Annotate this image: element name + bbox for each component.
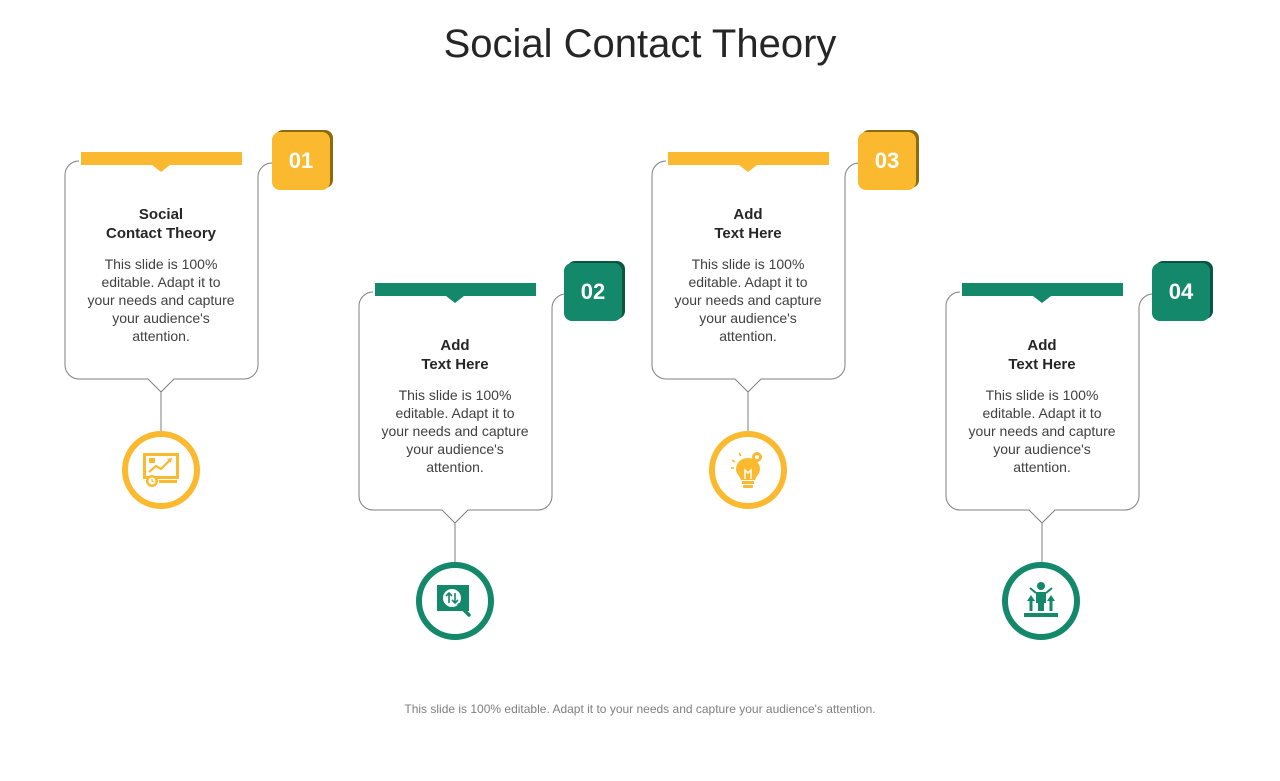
footer-note: This slide is 100% editable. Adapt it to… xyxy=(404,702,876,716)
step-icon-ring xyxy=(1002,562,1080,640)
step-heading: Add Text Here xyxy=(714,206,782,242)
step-card-03: 03 Add Text Here This slide is 100% edit… xyxy=(651,130,922,650)
callout-frame xyxy=(358,283,567,563)
step-heading: Add Text Here xyxy=(1008,337,1076,373)
step-card-01: 01 Social Contact Theory This slide is 1… xyxy=(64,130,335,650)
step-description: This slide is 100% editable. Adapt it to… xyxy=(381,387,529,475)
step-card-02: 02 Add Text Here This slide is 100% edit… xyxy=(358,261,629,781)
step-number-badge: 02 xyxy=(564,263,622,321)
step-card-04: 04 Add Text Here This slide is 100% edit… xyxy=(945,261,1216,781)
step-icon-ring xyxy=(122,431,200,509)
callout-frame xyxy=(64,152,273,432)
step-description: This slide is 100% editable. Adapt it to… xyxy=(674,256,822,344)
leader-growth-icon xyxy=(1024,582,1058,617)
lightbulb-gear-icon xyxy=(731,452,762,488)
presentation-chart-icon xyxy=(143,453,179,487)
step-icon-ring xyxy=(709,431,787,509)
step-number-badge: 03 xyxy=(858,132,916,190)
magnifier-analysis-icon xyxy=(437,585,471,617)
step-description: This slide is 100% editable. Adapt it to… xyxy=(87,256,235,344)
step-number-badge: 04 xyxy=(1152,263,1210,321)
step-heading: Social Contact Theory xyxy=(105,206,216,242)
page-title: Social Contact Theory xyxy=(443,22,837,66)
callout-frame xyxy=(945,283,1154,563)
step-icon-ring xyxy=(416,562,494,640)
step-description: This slide is 100% editable. Adapt it to… xyxy=(968,387,1116,475)
step-number-badge: 01 xyxy=(272,132,330,190)
callout-frame xyxy=(651,152,860,432)
step-heading: Add Text Here xyxy=(421,337,489,373)
